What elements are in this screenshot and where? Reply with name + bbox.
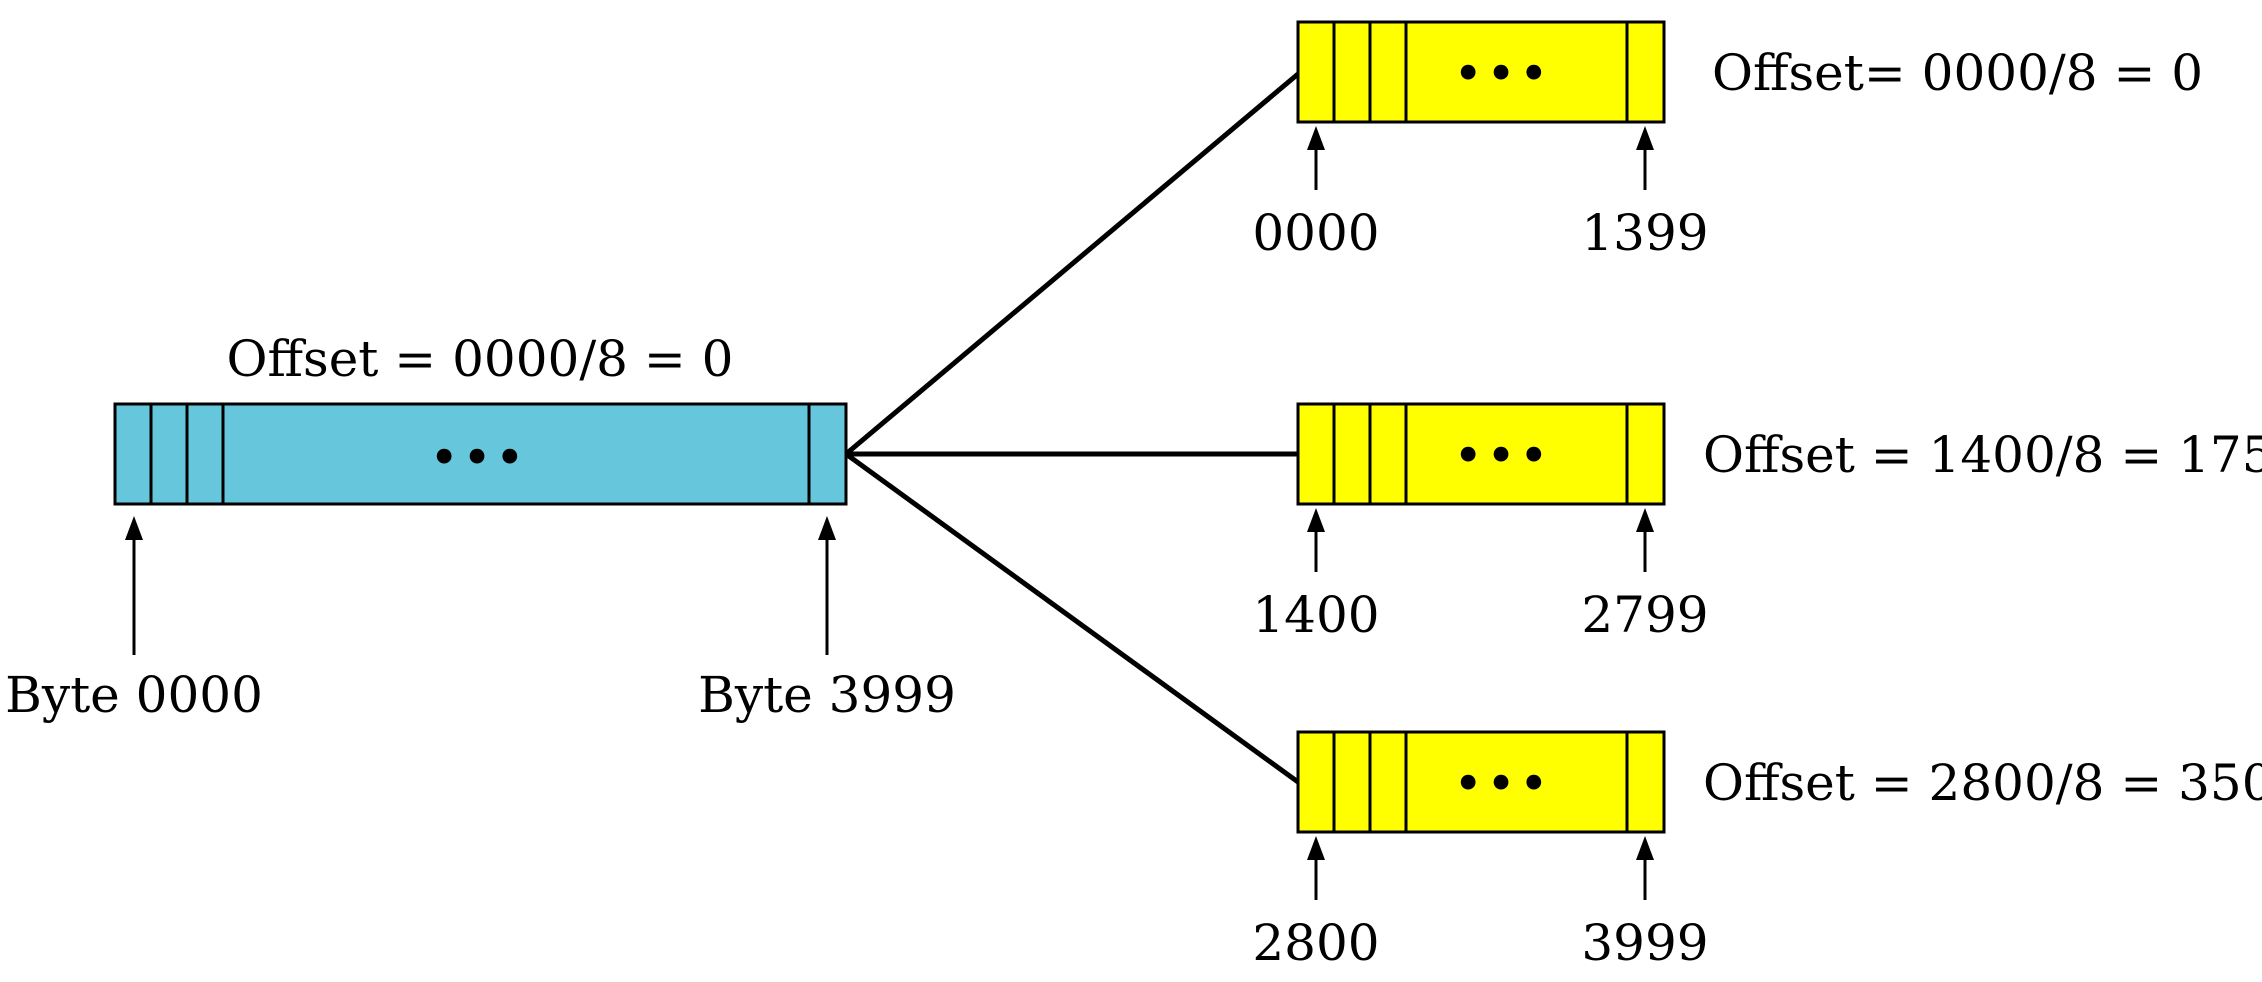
fragment-2-offset-label: Offset = 1400/8 = 175: [1703, 426, 2262, 484]
fragment-1-ellipsis: •••: [1455, 49, 1554, 98]
original-end-label: Byte 3999: [698, 666, 956, 724]
connector-line-1: [844, 72, 1300, 456]
connector-lines: [844, 72, 1300, 785]
original-datagram-box: [113, 402, 848, 506]
fragment-1-start-label: 0000: [1252, 204, 1379, 262]
original-ellipsis: •••: [431, 433, 530, 482]
original-datagram: Offset = 0000/8 = 0 ••• Byte 0000 Byte 3…: [5, 330, 956, 724]
fragment-3-start-label: 2800: [1252, 914, 1379, 972]
fragment-3-offset-label: Offset = 2800/8 = 350: [1703, 754, 2262, 812]
fragment-3-box: [1296, 730, 1666, 834]
fragment-3-start-arrowhead: [1307, 836, 1325, 860]
fragment-1-end-label: 1399: [1581, 204, 1708, 262]
fragment-3-ellipsis: •••: [1455, 759, 1554, 808]
original-start-label: Byte 0000: [5, 666, 263, 724]
fragment-2: ••• Offset = 1400/8 = 175 1400 2799: [1252, 402, 2262, 644]
fragment-3-end-arrowhead: [1636, 836, 1654, 860]
fragment-1-offset-label: Offset= 0000/8 = 0: [1712, 44, 2203, 102]
original-end-arrowhead: [818, 516, 836, 540]
fragment-2-box: [1296, 402, 1666, 506]
fragment-3-end-label: 3999: [1581, 914, 1708, 972]
original-offset-label: Offset = 0000/8 = 0: [227, 330, 734, 388]
fragment-1-box: [1296, 20, 1666, 124]
fragment-2-start-arrowhead: [1307, 508, 1325, 532]
fragment-1-end-arrowhead: [1636, 126, 1654, 150]
fragment-1-start-arrowhead: [1307, 126, 1325, 150]
fragment-2-end-label: 2799: [1581, 586, 1708, 644]
fragment-2-start-label: 1400: [1252, 586, 1379, 644]
original-start-arrowhead: [125, 516, 143, 540]
connector-line-3: [844, 451, 1300, 785]
fragment-2-ellipsis: •••: [1455, 431, 1554, 480]
fragment-1: ••• Offset= 0000/8 = 0 0000 1399: [1252, 20, 2203, 262]
fragment-2-end-arrowhead: [1636, 508, 1654, 532]
fragment-3: ••• Offset = 2800/8 = 350 2800 3999: [1252, 730, 2262, 972]
